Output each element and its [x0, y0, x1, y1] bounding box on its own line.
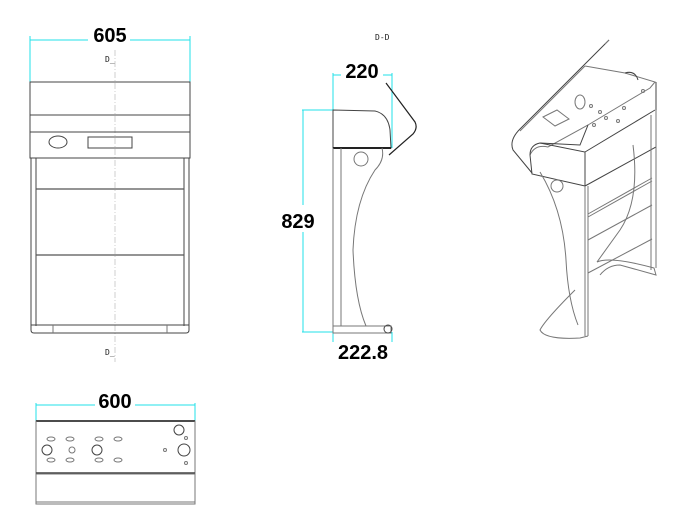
section-label-dd: D-D — [375, 33, 390, 42]
base-depth-dimension: 222.8 — [338, 342, 388, 364]
height-dimension: 829 — [281, 211, 314, 233]
isometric-view — [511, 39, 657, 339]
top-width-dimension: 600 — [98, 391, 131, 413]
front-width-dimension: 605 — [93, 25, 126, 47]
section-marker-bottom: D_ — [105, 348, 115, 357]
side-view — [302, 73, 417, 342]
top-view — [35, 403, 196, 505]
front-view — [29, 36, 191, 362]
side-top-depth-dimension: 220 — [345, 61, 378, 83]
section-marker-top: D_ — [105, 55, 115, 64]
